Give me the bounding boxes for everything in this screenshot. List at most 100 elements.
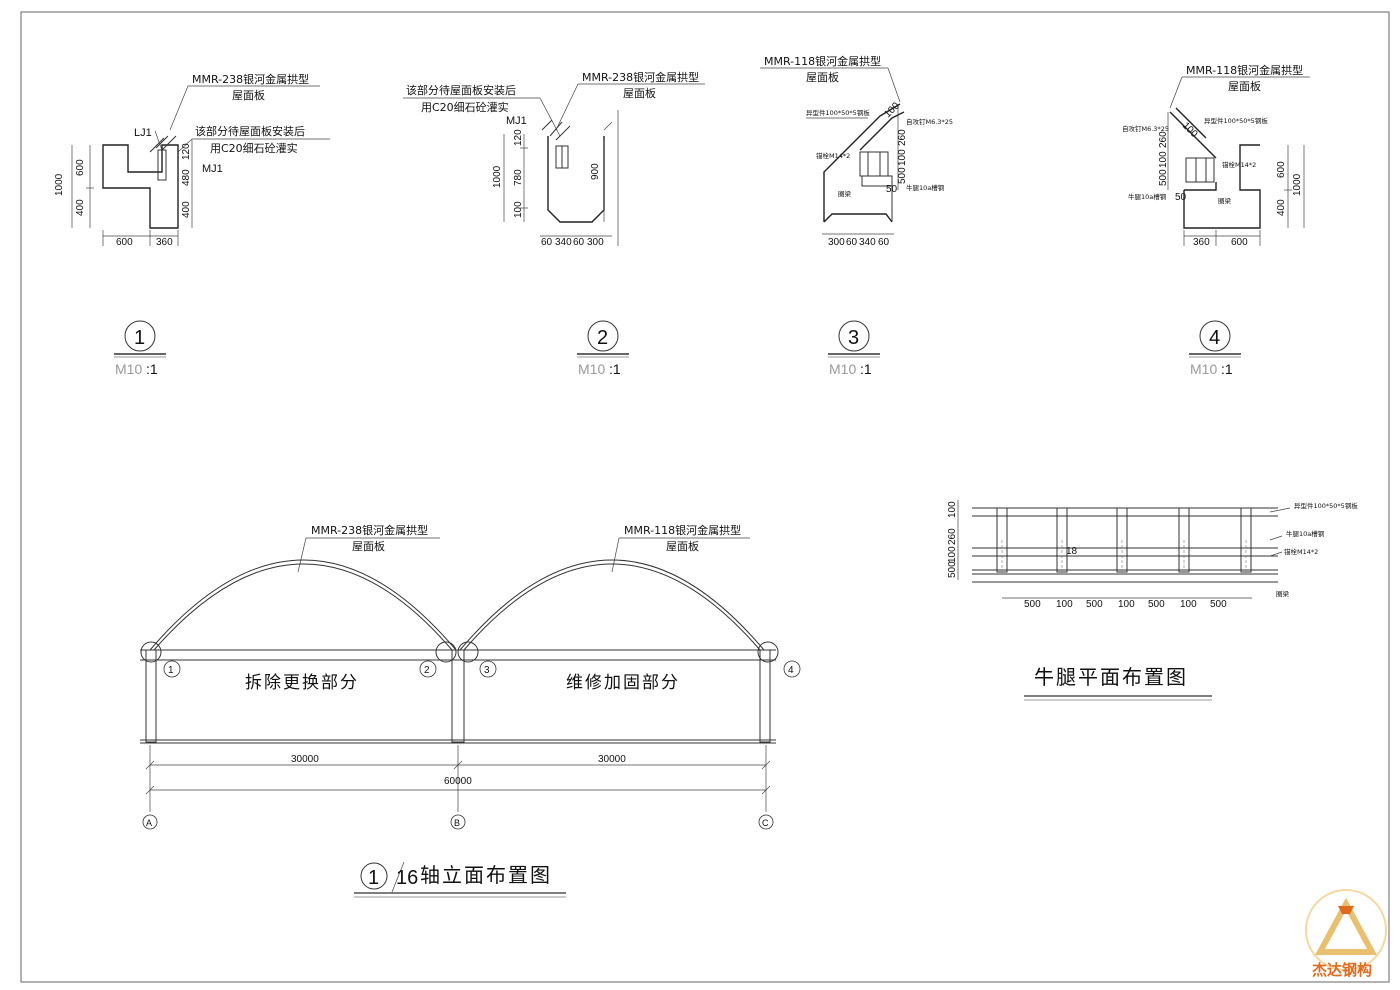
detail-3-part-5: 牛腿10a槽钢: [906, 183, 945, 192]
svg-text:C: C: [762, 818, 769, 828]
elevation-title-num1: 1: [368, 867, 379, 889]
repair-reinforce-zone: 维修加固部分: [566, 673, 680, 693]
svg-text:100: 100: [1180, 120, 1200, 140]
detail-2-number: 2: [597, 327, 608, 349]
detail-2-index-circle: [587, 320, 619, 352]
company-logo: 杰达钢构: [1305, 889, 1387, 979]
corbel-label-anchor: 锚栓M14*2: [1284, 547, 1318, 556]
corbel-group: [996, 507, 1252, 573]
detail-3-part-3: 锚栓M14*2: [816, 151, 850, 160]
callout-3: 3: [479, 660, 497, 678]
span-dim-left: 30000: [291, 754, 319, 765]
svg-text:60: 60: [878, 237, 890, 248]
logo-gem-icon: [1338, 906, 1354, 914]
corbel-label-plate: 异型件100*50*5钢板: [1294, 501, 1358, 510]
svg-text:1000: 1000: [54, 173, 65, 196]
detail-1-tag-lj1: LJ1: [134, 127, 152, 139]
span-dim-right: 30000: [598, 754, 626, 765]
detail-4-scale-suffix: :1: [1221, 361, 1233, 377]
logo-triangle: [1314, 897, 1378, 955]
detail-4-part-4: 牛腿10a槽钢: [1128, 192, 1167, 201]
svg-text:100: 100: [513, 201, 524, 218]
svg-text:300: 300: [828, 237, 845, 248]
svg-text:2: 2: [424, 665, 430, 676]
detail-2: MMR-238银河金属拱型 屋面板 该部分待屋面板安装后 用C20细石砼灌实 M…: [403, 70, 705, 377]
detail-3-scale-suffix: :1: [860, 361, 872, 377]
detail-4-scale-prefix: M10: [1190, 361, 1217, 377]
svg-text:400: 400: [181, 201, 192, 218]
svg-text:3: 3: [484, 665, 490, 676]
corbel-plan: 100 260 100 500 18 异型件100*50*5钢板 牛腿10a槽钢…: [947, 500, 1358, 701]
detail-3-part-4: 圈梁: [838, 189, 852, 198]
svg-text:100: 100: [1158, 151, 1169, 168]
detail-4-panel-label-2: 屋面板: [1228, 79, 1261, 93]
detail-3-part-1: 异型件100*50*5钢板: [806, 108, 870, 117]
corbel-mark: 18: [1066, 546, 1078, 557]
detail-1-note-2: 用C20细石砼灌实: [210, 141, 298, 155]
corbel-bottom-dim: 500: [1148, 599, 1165, 610]
svg-text:340: 340: [859, 237, 876, 248]
detail-4-index-circle: [1199, 320, 1231, 352]
detail-1-number: 1: [134, 327, 145, 349]
detail-3-index-circle: [838, 320, 870, 352]
detail-1-scale-prefix: M10: [115, 361, 142, 377]
svg-text:100: 100: [897, 149, 908, 166]
elevation-right-panel-label-1: MMR-118银河金属拱型: [624, 523, 741, 537]
detail-2-tag-mj1: MJ1: [506, 115, 527, 127]
svg-text:600: 600: [1231, 237, 1248, 248]
detail-4-panel-label-1: MMR-118银河金属拱型: [1186, 63, 1303, 77]
svg-text:120: 120: [513, 129, 524, 146]
svg-text:100: 100: [882, 100, 902, 120]
detail-4-number: 4: [1209, 327, 1220, 349]
elevation-left-panel-label-2: 屋面板: [352, 539, 385, 553]
svg-text:400: 400: [75, 199, 86, 216]
svg-text:100: 100: [947, 546, 958, 563]
svg-text:50: 50: [1175, 192, 1187, 203]
svg-text:360: 360: [1193, 237, 1210, 248]
callout-4: 4: [783, 660, 801, 678]
axis-a: A: [142, 814, 158, 830]
detail-2-scale-suffix: :1: [609, 361, 621, 377]
detail-2-panel-label-1: MMR-238银河金属拱型: [582, 70, 699, 84]
corbel-bottom-dim: 500: [1210, 599, 1227, 610]
svg-text:600: 600: [116, 237, 133, 248]
elevation-right-panel-label-2: 屋面板: [666, 539, 699, 553]
detail-4-part-5: 圈梁: [1218, 196, 1232, 205]
axis-c: C: [758, 814, 774, 830]
svg-text:50: 50: [886, 184, 898, 195]
svg-text:600: 600: [75, 159, 86, 176]
svg-text:B: B: [454, 818, 460, 828]
svg-text:60: 60: [846, 237, 858, 248]
logo-ring: [1305, 889, 1387, 971]
corbel-plan-title: 牛腿平面布置图: [1034, 665, 1188, 689]
corbel-bottom-dim: 100: [1118, 599, 1135, 610]
detail-1-note-1: 该部分待屋面板安装后: [195, 124, 305, 138]
svg-text:A: A: [146, 818, 152, 828]
detail-3-panel-label-1: MMR-118银河金属拱型: [764, 54, 881, 68]
logo-text: 杰达钢构: [1312, 961, 1372, 979]
detail-3: MMR-118银河金属拱型 屋面板 异型件100*50*5钢板 自攻钉M6.3*…: [760, 54, 953, 377]
svg-text:480: 480: [181, 169, 192, 186]
svg-text:780: 780: [513, 169, 524, 186]
svg-text:900: 900: [590, 163, 601, 180]
svg-text:60: 60: [541, 237, 553, 248]
corbel-label-ringbeam: 圈梁: [1276, 589, 1290, 598]
detail-2-panel-label-2: 屋面板: [623, 86, 656, 100]
elevation-title-num2: 16: [396, 867, 418, 889]
sheet-border: [20, 11, 1390, 983]
detail-3-panel-label-2: 屋面板: [806, 70, 839, 84]
right-roof-arch: [459, 559, 765, 651]
detail-2-scale-prefix: M10: [578, 361, 605, 377]
detail-1-panel-label-2: 屋面板: [232, 88, 265, 102]
svg-text:400: 400: [1276, 199, 1287, 216]
left-roof-arch: [149, 559, 457, 651]
elevation-left-panel-label-1: MMR-238银河金属拱型: [311, 523, 428, 537]
svg-text:360: 360: [156, 237, 173, 248]
detail-1-scale-suffix: :1: [146, 361, 158, 377]
detail-3-number: 3: [848, 327, 859, 349]
svg-text:60: 60: [573, 237, 585, 248]
corbel-bottom-dim: 500: [1024, 599, 1041, 610]
corbel-bottom-dim: 100: [1180, 599, 1197, 610]
detail-1-tag-mj1: MJ1: [202, 163, 223, 175]
